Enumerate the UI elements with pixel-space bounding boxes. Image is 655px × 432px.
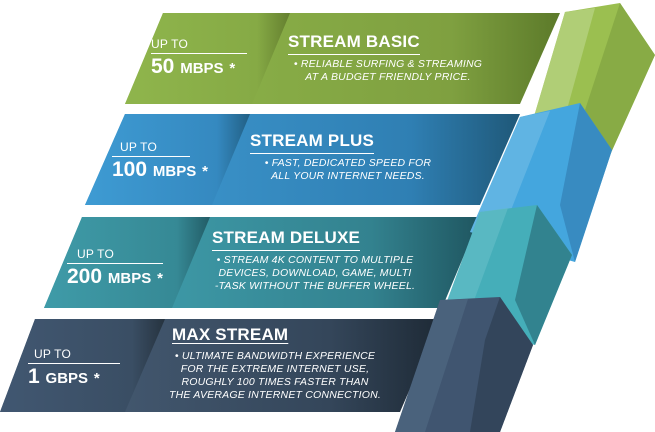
plan-name: STREAM BASIC xyxy=(288,32,420,55)
plan-description: • FAST, DEDICATED SPEED FOR ALL YOUR INT… xyxy=(264,157,432,182)
up-to-label: UP TO xyxy=(151,37,247,54)
plan-description: • STREAM 4K CONTENT TO MULTIPLE DEVICES,… xyxy=(214,254,416,292)
speed-value: 100 MBPS * xyxy=(112,158,208,181)
plan-bar-stream-deluxe xyxy=(44,217,480,308)
speed-value: 1 GBPS * xyxy=(28,365,100,388)
up-to-label: UP TO xyxy=(28,347,120,364)
plan-speed-max-stream: UP TO 1 GBPS * xyxy=(28,347,128,390)
plan-name: MAX STREAM xyxy=(172,325,289,344)
plan-info-stream-basic: STREAM BASIC • RELIABLE SURFING & STREAM… xyxy=(268,32,508,84)
plan-info-stream-deluxe: STREAM DELUXE • STREAM 4K CONTENT TO MUL… xyxy=(190,228,440,293)
plan-description: • RELIABLE SURFING & STREAMING AT A BUDG… xyxy=(293,58,483,83)
plan-speed-stream-plus: UP TO 100 MBPS * xyxy=(112,140,220,183)
speed-value: 200 MBPS * xyxy=(67,265,163,288)
right-prism-column xyxy=(395,3,655,432)
plan-description: • ULTIMATE BANDWIDTH EXPERIENCE FOR THE … xyxy=(169,350,381,401)
up-to-label: UP TO xyxy=(67,247,163,264)
plan-bar-stream-basic xyxy=(125,13,560,104)
plan-bar-max-stream xyxy=(0,319,440,412)
plan-name: STREAM DELUXE xyxy=(212,228,361,251)
plan-bar-stream-plus xyxy=(85,114,520,205)
plan-speed-stream-basic: UP TO 50 MBPS * xyxy=(151,37,247,80)
plan-info-stream-plus: STREAM PLUS • FAST, DEDICATED SPEED FOR … xyxy=(228,131,468,183)
plan-info-max-stream: MAX STREAM • ULTIMATE BANDWIDTH EXPERIEN… xyxy=(150,325,400,402)
speed-value: 50 MBPS * xyxy=(151,55,236,78)
up-to-label: UP TO xyxy=(112,140,190,157)
plan-name: STREAM PLUS xyxy=(250,131,375,154)
plan-speed-stream-deluxe: UP TO 200 MBPS * xyxy=(67,247,175,290)
